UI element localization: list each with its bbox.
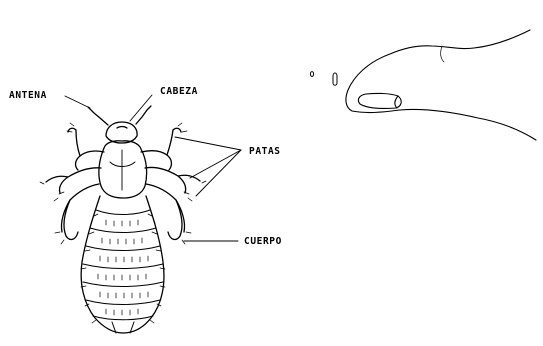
patas-leader-1 [175,137,241,150]
thorax [99,141,147,198]
finger-outline [346,30,536,140]
label-patas: PATAS [249,146,281,157]
eggs [310,72,337,86]
label-antena: ANTENA [9,90,47,101]
egg-small [310,72,313,77]
finger-crease [441,46,444,62]
egg-large [333,73,337,85]
abdomen [81,196,164,333]
bristles [40,123,206,323]
louse-illustration [40,106,206,333]
label-cuerpo: CUERPO [244,236,282,247]
nail-fold [395,96,398,108]
antena-leader [65,96,90,108]
finger-illustration [346,30,536,140]
legs-right [141,128,200,239]
patas-leader-2 [190,150,241,178]
patas-leader-3 [196,150,241,196]
labels: ANTENA CABEZA PATAS CUERPO [9,86,282,247]
legs-left [46,128,104,239]
label-cabeza: CABEZA [160,86,198,97]
head [106,122,137,143]
